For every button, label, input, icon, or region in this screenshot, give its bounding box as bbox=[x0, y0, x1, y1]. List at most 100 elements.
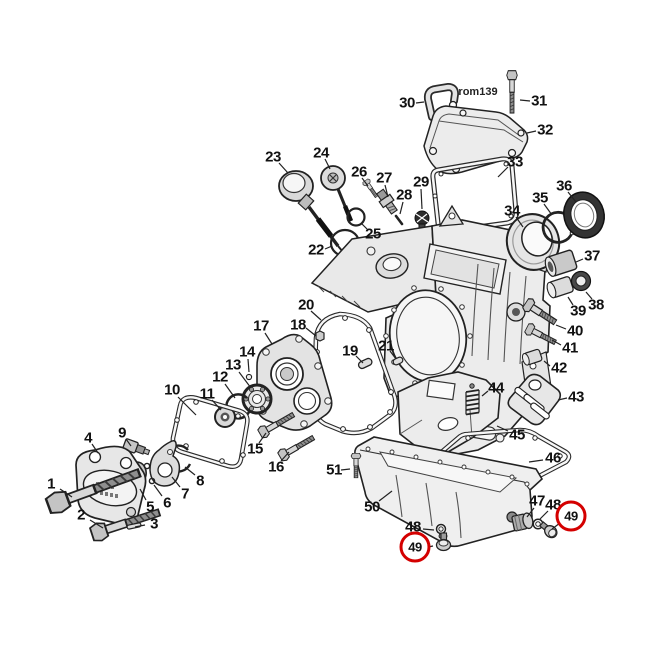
plug-49-left bbox=[435, 532, 452, 552]
leader-line-13 bbox=[238, 371, 252, 389]
callout-20: 20 bbox=[298, 296, 314, 314]
leader-line-1 bbox=[59, 488, 73, 498]
leader-line-3 bbox=[134, 524, 146, 528]
seal-38 bbox=[570, 270, 592, 292]
leader-line-48 bbox=[539, 510, 549, 520]
bushing-37 bbox=[544, 249, 578, 277]
leader-line-10 bbox=[177, 396, 197, 416]
o-rings-6 bbox=[143, 462, 156, 485]
sensor-27 bbox=[375, 188, 398, 215]
leader-line-46 bbox=[528, 459, 544, 463]
filler-cap-24 bbox=[320, 165, 354, 222]
callout-9: 9 bbox=[118, 424, 126, 442]
callout-6: 6 bbox=[163, 494, 171, 512]
callout-5: 5 bbox=[146, 498, 154, 516]
leader-line-32 bbox=[526, 130, 537, 134]
leader-line-45 bbox=[496, 425, 509, 432]
bushing-39 bbox=[546, 276, 574, 299]
screw-31 bbox=[506, 70, 518, 114]
plug-49-right bbox=[539, 521, 558, 539]
o-ring-25 bbox=[346, 207, 366, 227]
leader-line-50 bbox=[378, 490, 393, 502]
leader-line-15 bbox=[258, 432, 267, 444]
callout-10: 10 bbox=[164, 381, 180, 399]
callout-34: 34 bbox=[504, 202, 520, 220]
bracket-7 bbox=[149, 440, 181, 487]
leader-line-39 bbox=[567, 296, 574, 306]
dipstick-filler-cap bbox=[278, 170, 344, 253]
dowel-pin-19 bbox=[357, 357, 373, 370]
leader-line-43 bbox=[557, 397, 568, 401]
callout-8: 8 bbox=[196, 472, 204, 490]
leader-line-21 bbox=[389, 350, 397, 360]
callout-19: 19 bbox=[342, 342, 358, 360]
spring-44 bbox=[465, 383, 480, 416]
leader-line-12 bbox=[224, 383, 236, 399]
leader-line-22 bbox=[324, 245, 333, 250]
leader-line-41 bbox=[551, 339, 562, 346]
leader-line-2 bbox=[89, 519, 104, 529]
leader-line-18 bbox=[305, 327, 317, 337]
leader-line-48 bbox=[422, 528, 435, 531]
oil-seal-36 bbox=[563, 191, 605, 239]
diagram-code-label: rom139 bbox=[458, 86, 498, 98]
leader-line-24 bbox=[324, 158, 331, 170]
leader-line-6 bbox=[153, 484, 163, 497]
leader-line-14 bbox=[247, 358, 250, 373]
callout-16: 16 bbox=[268, 458, 284, 476]
callout-38: 38 bbox=[588, 296, 604, 314]
leader-line-28 bbox=[399, 201, 404, 215]
callout-44: 44 bbox=[488, 379, 504, 397]
leader-line-8 bbox=[184, 466, 196, 476]
callout-28: 28 bbox=[396, 186, 412, 204]
callout-46: 46 bbox=[545, 449, 561, 467]
callout-15: 15 bbox=[247, 440, 263, 458]
callout-48: 48 bbox=[405, 518, 421, 536]
pin-28 bbox=[394, 214, 404, 226]
callout-30: 30 bbox=[399, 94, 415, 112]
callout-39: 39 bbox=[570, 302, 586, 320]
filter-plate-43 bbox=[507, 373, 562, 426]
callout-41: 41 bbox=[562, 339, 578, 357]
callout-1: 1 bbox=[47, 475, 55, 493]
callout-24: 24 bbox=[313, 144, 329, 162]
callout-21: 21 bbox=[378, 337, 394, 355]
pin-3 bbox=[126, 522, 142, 530]
leader-lines bbox=[59, 99, 593, 548]
leader-line-34 bbox=[515, 216, 524, 228]
leader-line-44 bbox=[481, 390, 489, 397]
callout-25: 25 bbox=[365, 225, 381, 243]
leader-line-19 bbox=[355, 355, 364, 364]
leader-line-51 bbox=[340, 468, 351, 471]
cover-gasket-10 bbox=[170, 395, 250, 469]
callout-35: 35 bbox=[532, 189, 548, 207]
callout-12: 12 bbox=[212, 368, 228, 386]
callout-37: 37 bbox=[584, 247, 600, 265]
leader-line-5 bbox=[139, 488, 147, 501]
leader-line-38 bbox=[585, 291, 593, 300]
leader-line-35 bbox=[543, 203, 553, 216]
callout-11: 11 bbox=[199, 385, 215, 403]
callout-3: 3 bbox=[150, 515, 158, 533]
callout-51: 51 bbox=[326, 461, 342, 479]
callout-27: 27 bbox=[376, 169, 392, 187]
leader-line-40 bbox=[555, 324, 567, 330]
callout-17: 17 bbox=[253, 317, 269, 335]
callout-49-highlighted: 49 bbox=[399, 531, 431, 563]
leader-line-27 bbox=[384, 184, 389, 198]
callout-23: 23 bbox=[265, 148, 281, 166]
leader-line-23 bbox=[278, 162, 289, 174]
vent-plug-29 bbox=[414, 210, 430, 229]
callout-7: 7 bbox=[181, 485, 189, 503]
callout-43: 43 bbox=[568, 388, 584, 406]
leader-line-25 bbox=[360, 222, 368, 230]
callout-2: 2 bbox=[77, 506, 85, 524]
leader-line-36 bbox=[567, 191, 577, 203]
leader-line-37 bbox=[575, 258, 584, 263]
callout-29: 29 bbox=[413, 173, 429, 191]
callout-18: 18 bbox=[290, 316, 306, 334]
bearing-13 bbox=[241, 383, 273, 415]
leader-line-20 bbox=[310, 310, 322, 321]
leader-line-11 bbox=[211, 399, 222, 411]
